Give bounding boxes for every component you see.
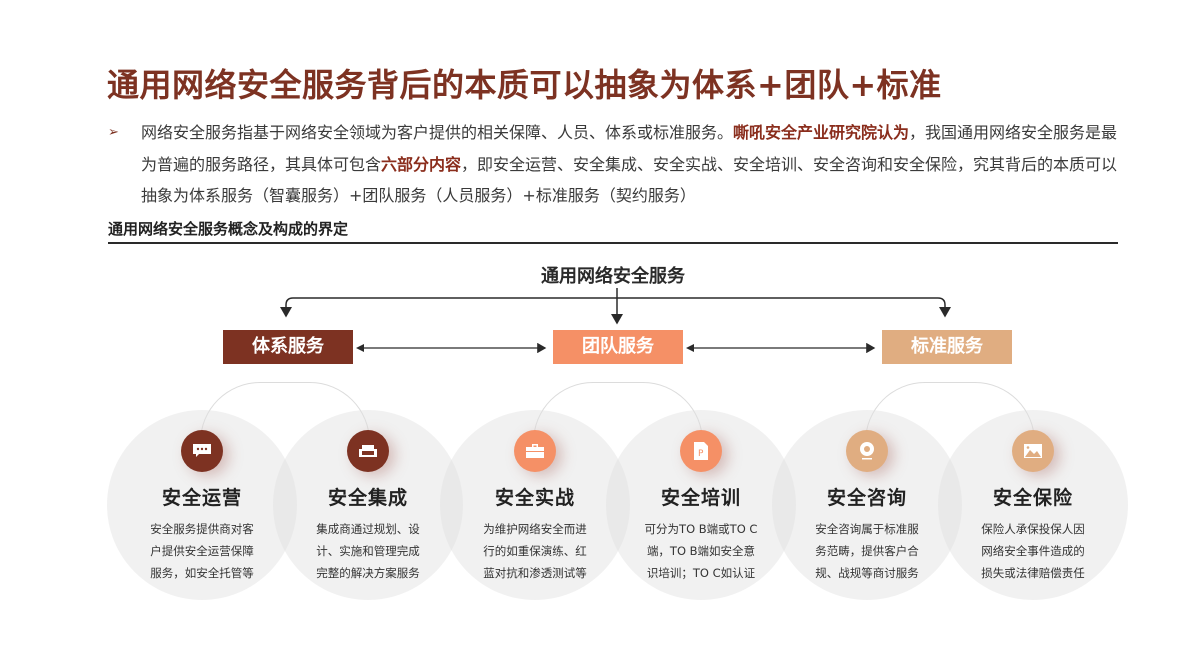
page-title: 通用网络安全服务背后的本质可以抽象为体系+团队+标准: [107, 66, 942, 104]
chat-bubble-icon: [181, 430, 223, 472]
service-description: 安全服务提供商对客户提供安全运营保障服务，如安全托管等: [150, 522, 254, 580]
service-card-practice: 安全实战 为维护网络安全而进行的如重保演练、红蓝对抗和渗透测试等: [455, 430, 615, 584]
service-title: 安全实战: [494, 487, 575, 509]
service-card-insurance: 安全保险 保险人承保投保人因网络安全事件造成的损失或法律赔偿责任: [953, 430, 1113, 584]
section-title: 通用网络安全服务概念及构成的界定: [108, 220, 349, 238]
service-card-integration: 安全集成 集成商通过规划、设计、实施和管理完成完整的解决方案服务: [288, 430, 448, 584]
service-title: 安全运营: [161, 487, 242, 509]
service-title: 安全培训: [660, 487, 741, 509]
category-standard-service: 标准服务: [882, 330, 1012, 364]
service-description: 集成商通过规划、设计、实施和管理完成完整的解决方案服务: [316, 522, 420, 580]
intro-text-part1: 网络安全服务指基于网络安全领域为客户提供的相关保障、人员、体系或标准服务。: [141, 123, 734, 142]
category-system-service: 体系服务: [223, 330, 353, 364]
svg-text:P: P: [698, 449, 704, 459]
service-card-operations: 安全运营 安全服务提供商对客户提供安全运营保障服务，如安全托管等: [122, 430, 282, 584]
intro-paragraph: ➢ 网络安全服务指基于网络安全领域为客户提供的相关保障、人员、体系或标准服务。嘶…: [108, 117, 1118, 212]
webcam-icon: [846, 430, 888, 472]
service-description: 为维护网络安全而进行的如重保演练、红蓝对抗和渗透测试等: [483, 522, 587, 580]
section-divider: [108, 242, 1118, 244]
service-card-consulting: 安全咨询 安全咨询属于标准服务范畴，提供客户合规、战规等商讨服务: [787, 430, 947, 584]
image-icon: [1012, 430, 1054, 472]
intro-highlight-institute: 嘶吼安全产业研究院认为: [733, 123, 910, 142]
service-description: 安全咨询属于标准服务范畴，提供客户合规、战规等商讨服务: [815, 522, 919, 580]
diagram-root-label: 通用网络安全服务: [541, 266, 685, 287]
category-team-service: 团队服务: [553, 330, 683, 364]
service-title: 安全保险: [992, 487, 1073, 509]
service-description: 保险人承保投保人因网络安全事件造成的损失或法律赔偿责任: [981, 522, 1085, 580]
intro-text-part3: ，即安全运营、安全集成、安全实战、安全培训、安全咨询和安全保险，究其背后的本质可…: [141, 154, 1118, 206]
intro-text: 网络安全服务指基于网络安全领域为客户提供的相关保障、人员、体系或标准服务。嘶吼安…: [141, 117, 1118, 212]
toolbox-icon: [514, 430, 556, 472]
document-p-icon: P: [680, 430, 722, 472]
sofa-icon: [347, 430, 389, 472]
service-title: 安全集成: [327, 487, 408, 509]
arrow-bullet-icon: ➢: [108, 125, 119, 140]
intro-highlight-six-parts: 六部分内容: [381, 154, 462, 174]
intro-text-part2: ，我国通用网络安全服务是最为普遍的服务路径，其具体可包含: [141, 123, 1118, 174]
service-title: 安全咨询: [826, 487, 907, 509]
